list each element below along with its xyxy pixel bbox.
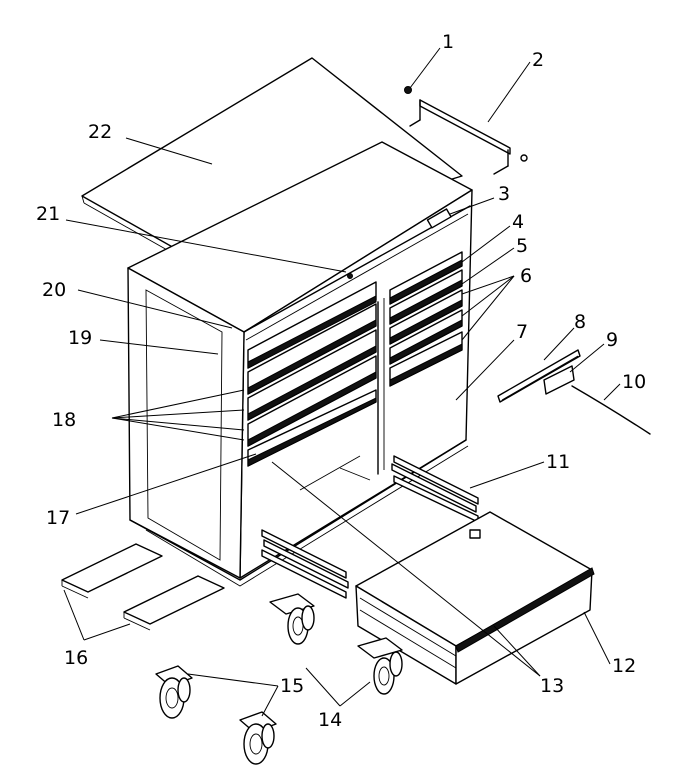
caster-part-15-a — [155, 665, 193, 719]
key-cable-part-10 — [571, 385, 651, 435]
callout-5: 5 — [516, 235, 528, 257]
right-drawer-stack — [389, 251, 463, 387]
callout-4: 4 — [512, 211, 524, 233]
caster-part-15-b — [239, 711, 277, 765]
leader-lines — [63, 47, 621, 717]
callout-21: 21 — [36, 203, 60, 225]
callout-7: 7 — [516, 321, 528, 343]
callout-6: 6 — [520, 265, 532, 287]
callout-labels: 1 2 3 4 5 6 7 8 9 10 11 12 13 14 15 16 1… — [36, 31, 646, 731]
callout-12: 12 — [612, 655, 636, 677]
callout-3: 3 — [498, 183, 510, 205]
callout-19: 19 — [68, 327, 92, 349]
callout-17: 17 — [46, 507, 70, 529]
callout-2: 2 — [532, 49, 544, 71]
callout-1: 1 — [442, 31, 454, 53]
callout-22: 22 — [88, 121, 112, 143]
drawer-liner-part-8 — [497, 349, 581, 403]
callout-13: 13 — [540, 675, 564, 697]
drawer-bracket-part-9 — [543, 365, 575, 395]
bottom-drawer-part-12 — [355, 511, 595, 685]
callout-15: 15 — [280, 675, 304, 697]
callout-10: 10 — [622, 371, 646, 393]
drawer-slides-part-13 — [261, 529, 349, 599]
tool-cabinet-body — [127, 141, 473, 587]
left-drawer-stack — [247, 281, 377, 467]
callout-8: 8 — [574, 311, 586, 333]
callout-14: 14 — [318, 709, 342, 731]
callout-11: 11 — [546, 451, 570, 473]
callout-9: 9 — [606, 329, 618, 351]
screw-part-1 — [404, 86, 412, 94]
base-rails-part-16 — [61, 543, 225, 631]
callout-16: 16 — [64, 647, 88, 669]
caster-part-14-a — [269, 593, 315, 645]
callout-20: 20 — [42, 279, 66, 301]
callout-18: 18 — [52, 409, 76, 431]
caster-part-14-b — [357, 637, 403, 695]
side-handle-part-2 — [409, 99, 528, 175]
